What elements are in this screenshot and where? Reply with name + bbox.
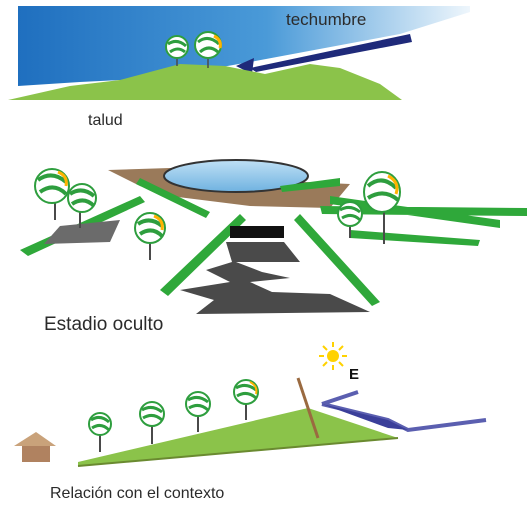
tree-icon — [185, 391, 211, 432]
gray-shadow — [44, 220, 120, 244]
tree-icon — [194, 31, 222, 68]
label-hidden-stadium: Estadio oculto — [44, 314, 164, 335]
section-context — [14, 342, 487, 467]
grass-strokes — [20, 178, 527, 306]
section-roof-slope — [8, 6, 470, 100]
tree-icon — [134, 212, 166, 260]
roof-arrow — [236, 58, 254, 74]
house-icon — [14, 432, 56, 462]
tree-icon — [67, 183, 97, 228]
access-asphalt — [180, 242, 370, 314]
tree-icon — [337, 201, 363, 238]
roof-fill — [322, 404, 408, 430]
tree-icon — [165, 35, 189, 66]
tree-icon — [34, 168, 70, 220]
tree-icon — [233, 379, 259, 420]
stadium-bowl — [163, 159, 309, 193]
label-slope: talud — [88, 112, 123, 129]
label-context-relation: Relación con el contexto — [50, 485, 225, 502]
tree-icon — [88, 412, 112, 452]
stadium-roof-bar — [230, 226, 284, 238]
context-slope — [78, 408, 398, 466]
retaining-post — [296, 377, 320, 439]
section-hidden-stadium — [20, 159, 527, 314]
sky-shape — [18, 6, 470, 86]
label-east: E — [349, 366, 360, 383]
slope-hill — [8, 64, 402, 100]
context-ground-line — [77, 437, 399, 467]
tree-icon — [139, 401, 165, 444]
roof-line — [250, 34, 412, 72]
tree-icon — [363, 171, 401, 244]
label-roof: techumbre — [286, 10, 367, 29]
sun-icon — [319, 342, 347, 370]
